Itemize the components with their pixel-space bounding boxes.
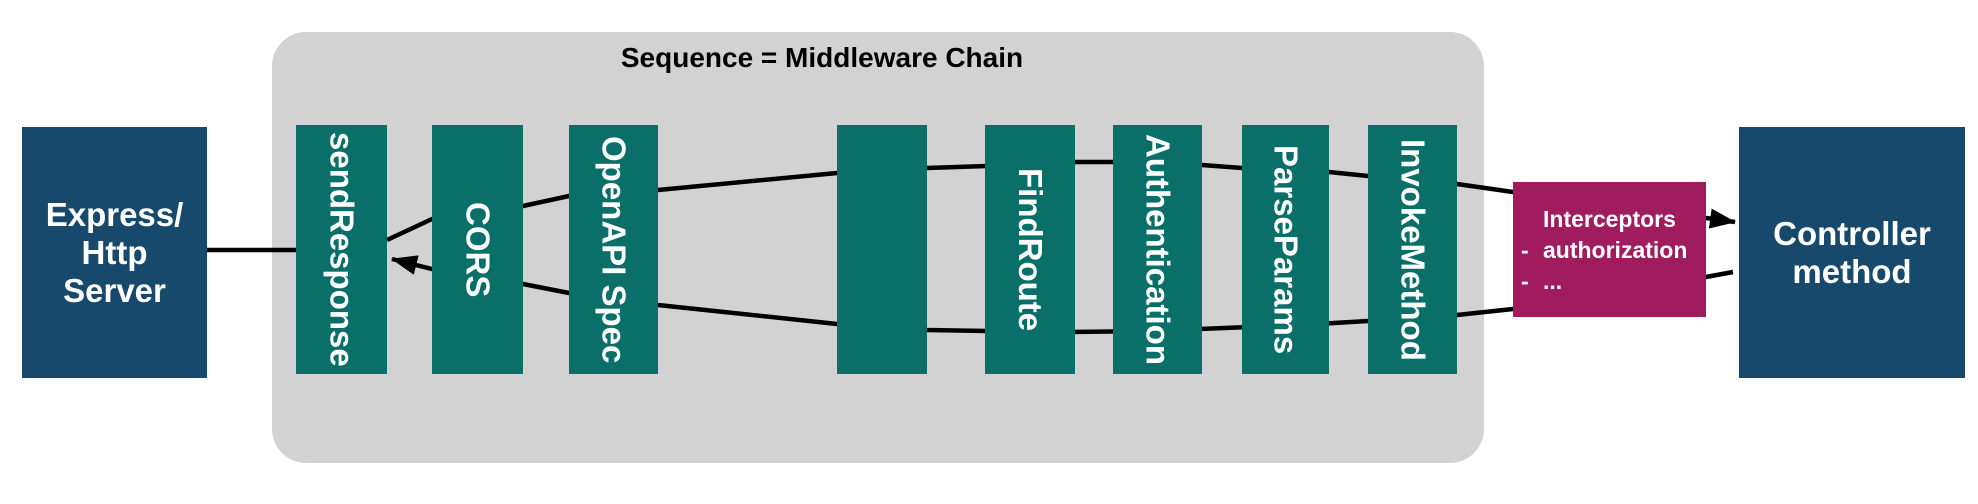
controller-line-1: Controller bbox=[1773, 214, 1931, 252]
middleware-label: InvokeMethod bbox=[1394, 138, 1432, 361]
middleware-label: sendResponse bbox=[323, 132, 361, 367]
middleware-label: OpenAPI Spec bbox=[595, 135, 633, 364]
middleware-box-sendresponse: sendResponse bbox=[296, 125, 387, 374]
express-http-server-label: Express/ Http Server bbox=[46, 196, 184, 310]
middleware-box-authentication: Authentication bbox=[1113, 125, 1202, 374]
interceptors-box: Interceptors - authorization - ... bbox=[1513, 182, 1706, 317]
controller-method-box: Controller method bbox=[1739, 127, 1965, 378]
panel-title: Sequence = Middleware Chain bbox=[620, 42, 1024, 73]
middleware-label: ParseParams bbox=[1267, 144, 1305, 355]
express-line-1: Express/ bbox=[45, 195, 184, 233]
bullet-text: authorization bbox=[1543, 237, 1688, 263]
controller-line-2: method bbox=[1792, 252, 1912, 290]
express-http-server-box: Express/ Http Server bbox=[22, 127, 207, 378]
bullet-text: ... bbox=[1543, 268, 1563, 294]
middleware-box-cors: CORS bbox=[432, 125, 523, 374]
interceptors-title-row: Interceptors bbox=[1521, 204, 1700, 235]
middleware-label: Authentication bbox=[1139, 134, 1177, 365]
interceptors-title: Interceptors bbox=[1543, 206, 1676, 232]
middleware-box-unnamed bbox=[837, 125, 927, 374]
request-path bbox=[386, 159, 1736, 243]
middleware-label: CORS bbox=[459, 201, 497, 298]
middleware-box-findroute: FindRoute bbox=[985, 125, 1075, 374]
interceptor-bullet-authorization: - authorization bbox=[1521, 235, 1700, 266]
express-line-3: Server bbox=[63, 271, 166, 309]
middleware-box-invokemethod: InvokeMethod bbox=[1368, 125, 1457, 374]
controller-method-label: Controller method bbox=[1773, 215, 1931, 291]
bullet-dash: - bbox=[1521, 268, 1529, 294]
interceptor-bullet-ellipsis: - ... bbox=[1521, 266, 1700, 297]
bullet-dash: - bbox=[1521, 237, 1529, 263]
express-line-2: Http bbox=[81, 233, 148, 271]
middleware-box-openapi-spec: OpenAPI Spec bbox=[569, 125, 658, 374]
middleware-label: FindRoute bbox=[1012, 167, 1049, 332]
middleware-box-parseparams: ParseParams bbox=[1242, 125, 1329, 374]
